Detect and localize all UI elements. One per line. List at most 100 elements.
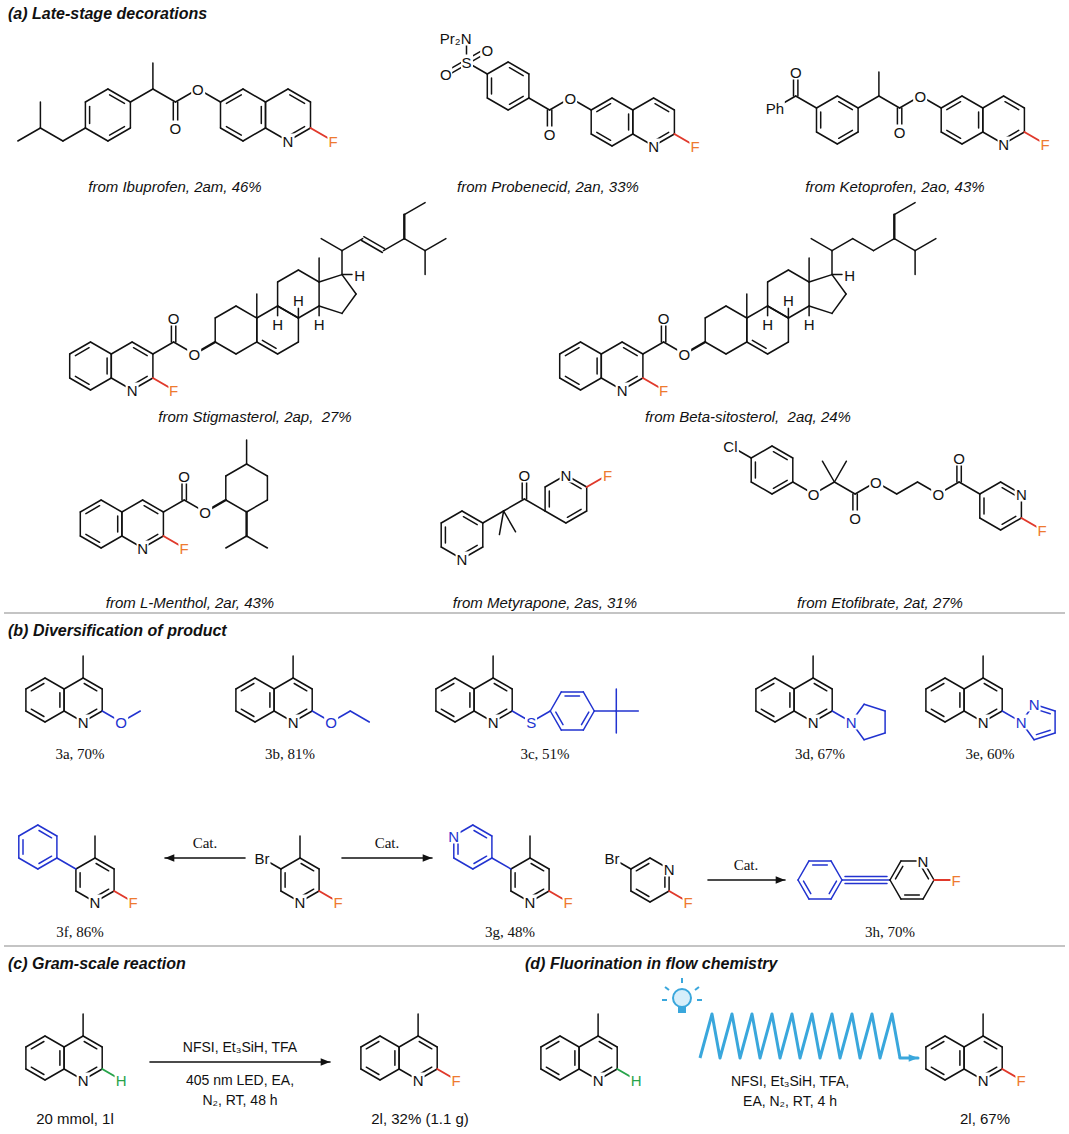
bond-line [225,476,227,500]
lamp-bulb [673,989,691,1007]
bond-line [894,239,915,251]
bond-line [832,294,846,313]
bond-line [831,880,842,899]
bond-line [746,318,748,342]
bond-line [788,308,790,318]
bond-line [26,711,45,722]
bond-line [63,1047,65,1069]
bond-line [546,1042,559,1049]
bond-line [85,128,108,141]
atom-label: Br [253,851,270,866]
bond-line [256,294,258,318]
bond-line [926,711,945,722]
bond-line [541,1036,560,1047]
atom-label: F [1016,1073,1027,1088]
atom-label: F [1037,523,1048,538]
bond-line [612,98,633,110]
bond-line [86,506,100,514]
bond-line [75,348,89,356]
bond-line [817,132,838,144]
compound-caption: 3b, 81% [265,747,315,762]
bond-line [897,482,918,494]
bond-line [492,656,494,678]
bond-line [310,102,312,128]
bond-line [544,487,546,511]
bond-line [404,239,425,251]
bond-line [144,506,158,514]
atom-label: F [683,895,694,910]
bond-line [926,678,945,689]
bond-line [812,656,814,678]
compound-caption: from Etofibrate, 2at, 27% [797,595,963,610]
bond-line [266,89,289,102]
lamp-ray [695,987,699,990]
bond-line [83,1036,102,1047]
compound-caption: 3g, 48% [485,925,535,940]
atom-label: F [563,895,574,910]
bond-line [261,106,263,123]
atom-label: H [313,316,326,331]
bond-line [319,306,342,313]
bond-line [616,711,618,733]
bond-line [342,239,363,251]
bond-line [878,72,880,96]
bond-line [342,294,356,313]
bond-line [581,342,602,354]
bond-line [226,95,241,104]
compound-caption: from Ibuprofen, 2am, 46% [88,179,261,194]
bond-line [435,689,437,711]
bond-line [982,108,984,132]
bond-line [504,511,516,532]
bond-line [121,512,123,536]
atom-label: N [1015,715,1028,730]
bond-line [642,354,644,378]
bond-line [269,693,271,708]
bond-line [241,709,254,716]
atom-label: Ph [765,101,785,116]
bond-line [398,1047,400,1069]
bond-line [982,1014,984,1036]
bond-line [808,282,810,306]
bond-line [487,62,508,74]
atom-label: O [893,125,907,140]
reaction-conditions: 405 nm LED, EA, [186,1073,294,1087]
bond-line [510,68,524,76]
atom-label: O [324,715,338,730]
bond-line [817,96,838,108]
bond-line [959,482,980,494]
bond-line [853,239,874,251]
bond-line [40,102,42,128]
bond-line [726,306,747,318]
bond-line [85,89,108,102]
bond-line [342,857,432,859]
bond-line [894,203,915,215]
bond-line [599,1042,612,1049]
compound-caption: 2l, 32% (1.1 g) [371,1111,469,1126]
bond-line [165,857,245,859]
bond-line [945,711,964,722]
bond-line [215,306,236,318]
bond-line [612,134,633,146]
bond-line [914,251,916,275]
bond-line [463,517,477,525]
bond-line [101,500,122,512]
bond-line [117,516,119,532]
bond-line [441,684,454,691]
bond-line [978,112,980,128]
bond-line [101,536,122,548]
atom-label: H [843,267,856,282]
bond-line [246,440,248,464]
bond-line [281,858,300,869]
bond-line [674,110,676,134]
section-heading: (b) Diversification of product [8,623,227,639]
bond-line [96,864,109,871]
bond-line [945,1036,964,1047]
atom-label: F [602,468,613,483]
bond-line [636,889,649,896]
bond-line [419,1042,432,1049]
bond-line [511,689,513,711]
atom-label: O [543,127,557,142]
bond-line [761,684,774,691]
atom-label: N [647,139,660,154]
atom-label: F [128,895,139,910]
